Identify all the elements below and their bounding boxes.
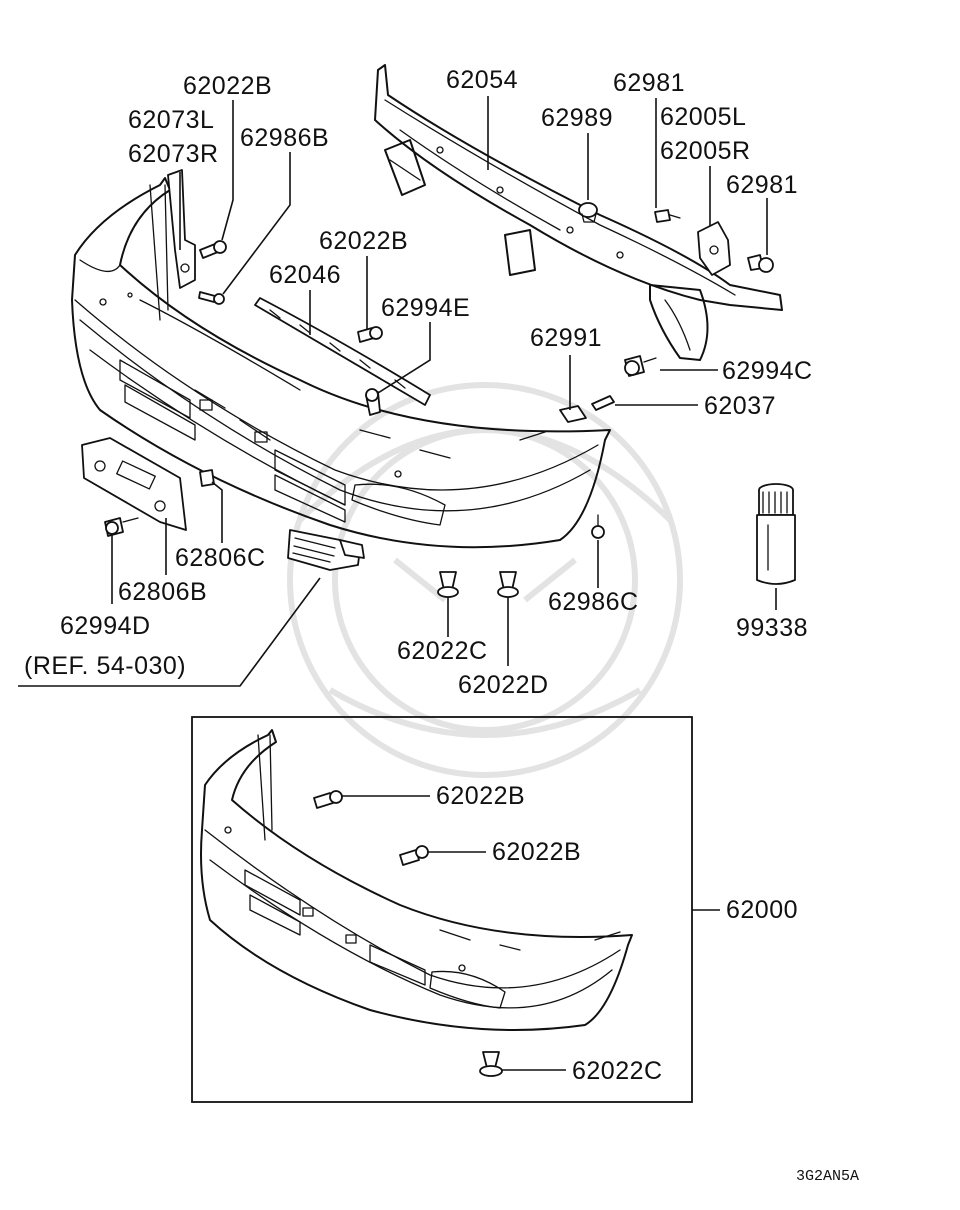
diagram-code: 3G2AN5A: [796, 1168, 859, 1185]
label-62022B-top: 62022B: [183, 72, 272, 100]
front-bumper-assembly-62000: [200, 729, 633, 1031]
screw-62986C: [591, 514, 605, 539]
label-62073R: 62073R: [128, 140, 219, 168]
label-62022D: 62022D: [458, 671, 549, 699]
bracket-62005: [697, 221, 731, 276]
clip-62022C: [437, 571, 459, 598]
bolt-62981-mid: [747, 254, 774, 273]
bolt-62994D: [104, 517, 139, 537]
paint-bottle-99338: [756, 483, 796, 585]
clip-62989: [578, 202, 598, 223]
label-62989: 62989: [541, 104, 613, 132]
label-62994C: 62994C: [722, 357, 813, 385]
leader-lines: [18, 96, 777, 1071]
label-62806B: 62806B: [118, 578, 207, 606]
label-62806C: 62806C: [175, 544, 266, 572]
clip-62022C-box: [479, 1051, 503, 1077]
label-62981-mid: 62981: [726, 171, 798, 199]
label-62022C-left: 62022C: [397, 637, 488, 665]
front-bumper-upper: [71, 177, 611, 549]
label-62991: 62991: [530, 324, 602, 352]
strip-62046: [254, 297, 431, 406]
label-62022B-box1: 62022B: [436, 782, 525, 810]
pin-62037: [591, 395, 615, 411]
label-62005R: 62005R: [660, 137, 751, 165]
label-62000: 62000: [726, 896, 798, 924]
label-62073L: 62073L: [128, 106, 214, 134]
label-62005L: 62005L: [660, 103, 746, 131]
label-99338: 99338: [736, 614, 808, 642]
label-62046: 62046: [269, 261, 341, 289]
label-62994E: 62994E: [381, 294, 470, 322]
license-bracket-62806B: [81, 437, 187, 531]
assembly-box: [191, 716, 693, 1103]
watermark: [287, 382, 683, 778]
screw-62022B-box2: [399, 845, 429, 866]
grille-part-ref: [287, 529, 365, 571]
bolt-62994C: [624, 355, 657, 377]
label-62054: 62054: [446, 66, 518, 94]
bolt-62981-top: [654, 209, 681, 223]
part-labels: 62022B 62073L 62073R 62986B 62054 62989 …: [24, 66, 859, 1185]
bolt-62994E: [365, 388, 381, 416]
label-62022B-box2: 62022B: [492, 838, 581, 866]
clip-62022D: [497, 571, 519, 598]
bumper-reinforcement-62054: [374, 64, 783, 361]
label-62022B-mid: 62022B: [319, 227, 408, 255]
label-ref-54-030: (REF. 54-030): [24, 652, 186, 680]
screw-62022B-box1: [313, 790, 343, 809]
label-62986C: 62986C: [548, 588, 639, 616]
bracket-62073: [167, 169, 196, 289]
screw-62022B-mid: [357, 326, 383, 343]
clip-62806C: [199, 469, 215, 487]
label-62022C-box: 62022C: [572, 1057, 663, 1085]
clip-62991: [559, 405, 587, 423]
screw-62986B: [198, 291, 225, 305]
screw-62022B-top: [199, 240, 227, 259]
label-62981-top: 62981: [613, 69, 685, 97]
label-62994D: 62994D: [60, 612, 151, 640]
label-62037: 62037: [704, 392, 776, 420]
label-62986B: 62986B: [240, 124, 329, 152]
